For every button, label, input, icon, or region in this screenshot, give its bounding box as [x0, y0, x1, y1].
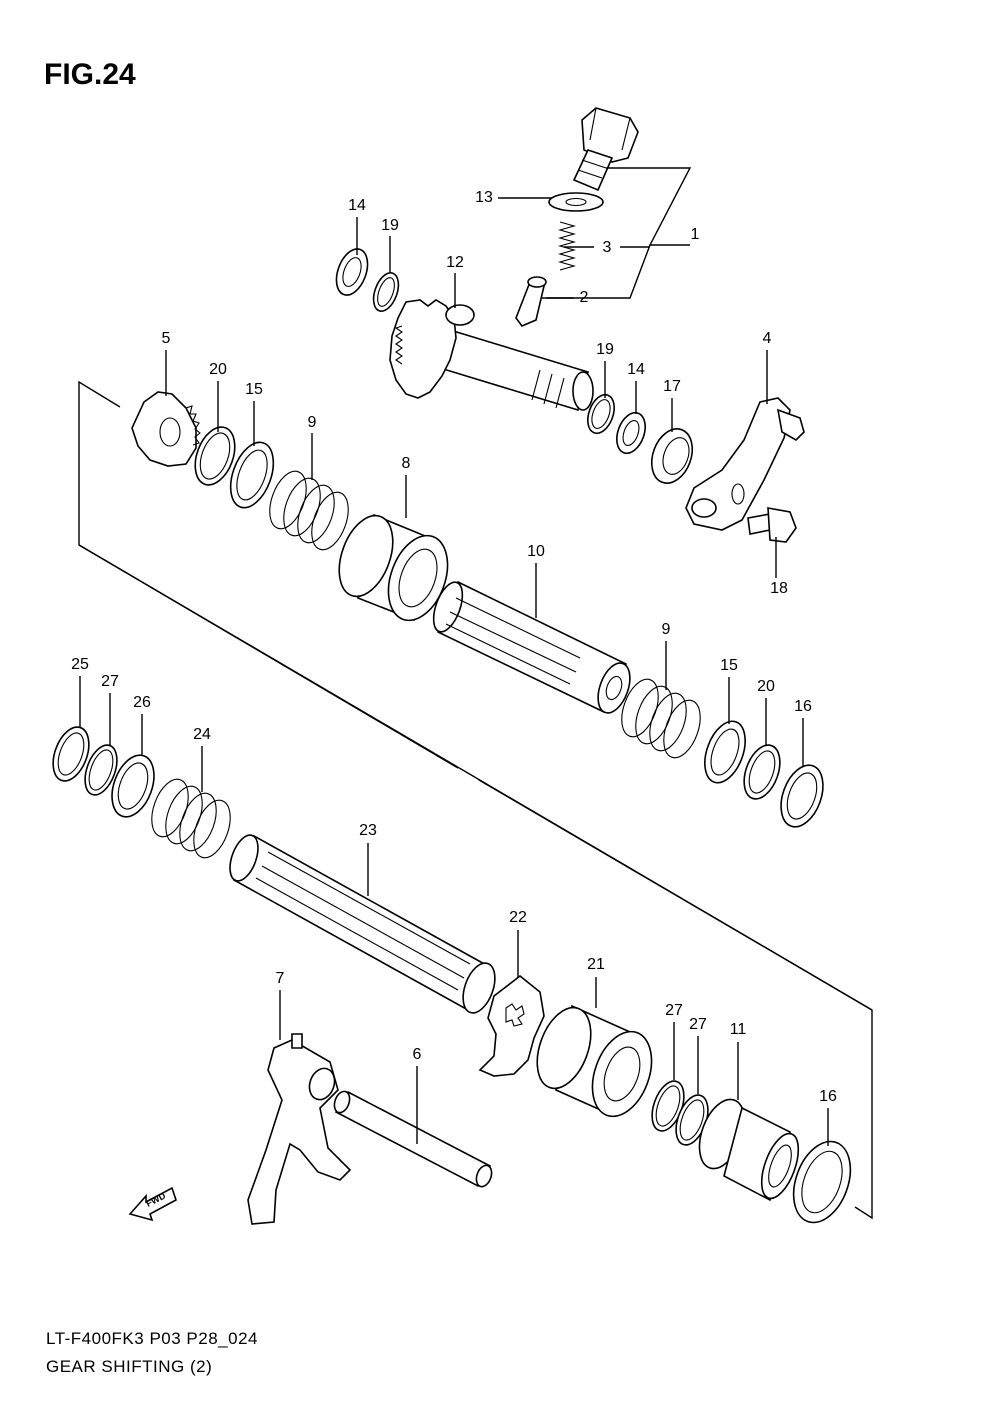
- callout-20-upper: 20: [209, 361, 227, 378]
- callout-5: 5: [162, 330, 171, 347]
- oil-seal-17: [650, 428, 694, 484]
- circlip-20-upper: [194, 426, 236, 486]
- spring-9-upper: [269, 470, 349, 551]
- callout-11: 11: [730, 1021, 747, 1038]
- pin-2: [515, 276, 547, 327]
- callout-15-lower: 15: [720, 657, 738, 674]
- gear-shift-lever-4: [685, 397, 805, 531]
- washer-14-lower: [616, 411, 646, 455]
- callout-19-upper: 19: [381, 217, 399, 234]
- washer-16-lower: [792, 1140, 852, 1224]
- callout-14-upper: 14: [348, 197, 366, 214]
- gear-shift-shaft-23: [229, 834, 496, 1014]
- callout-8: 8: [402, 455, 411, 472]
- gear-shift-stopper-bolt: [572, 107, 639, 192]
- callout-22: 22: [509, 909, 527, 926]
- callout-27-left: 27: [101, 673, 119, 690]
- leader-lines: [79, 167, 829, 1146]
- callout-25: 25: [71, 656, 89, 673]
- washer-13: [548, 192, 604, 212]
- shift-fork-7: [247, 1033, 352, 1225]
- callout-4: 4: [763, 330, 772, 347]
- callout-16-lower: 16: [819, 1088, 837, 1105]
- gear-shift-shaft-12: [389, 299, 594, 412]
- fwd-arrow-icon: [128, 1186, 177, 1222]
- callout-1: 1: [691, 226, 700, 243]
- callout-20-lower: 20: [757, 678, 775, 695]
- callout-21: 21: [587, 956, 605, 973]
- callout-26: 26: [133, 694, 151, 711]
- fork-shaft-6: [333, 1090, 493, 1188]
- callout-6: 6: [413, 1046, 422, 1063]
- callout-27-right: 27: [689, 1016, 707, 1033]
- callout-13: 13: [475, 189, 493, 206]
- washer-15-upper: [229, 441, 275, 509]
- callout-27-center: 27: [665, 1002, 683, 1019]
- washer-14-upper: [335, 248, 369, 296]
- spring-3: [557, 221, 577, 271]
- callout-24: 24: [193, 726, 211, 743]
- cam-driven-gear-5: [131, 391, 201, 467]
- circlip-19-lower: [587, 393, 615, 435]
- model-code: LT-F400FK3 P03 P28_024: [46, 1329, 258, 1348]
- callout-3: 3: [603, 239, 612, 256]
- washer-15-lower: [704, 720, 746, 784]
- bearing-8: [338, 513, 449, 622]
- bearing-21: [536, 1004, 653, 1118]
- callout-15-upper: 15: [245, 381, 263, 398]
- callout-7: 7: [276, 970, 285, 987]
- bolt-18: [747, 507, 797, 543]
- stopper-plate-22: [478, 974, 545, 1077]
- callout-18: 18: [770, 580, 788, 597]
- circlip-20-lower: [743, 744, 781, 800]
- spring-24: [151, 778, 231, 859]
- callout-23: 23: [359, 822, 377, 839]
- circlip-27-center: [651, 1080, 685, 1132]
- assembly-frame: [78, 380, 873, 1220]
- callout-2: 2: [580, 289, 589, 306]
- callout-10: 10: [527, 543, 545, 560]
- figure-caption: GEAR SHIFTING (2): [46, 1357, 213, 1376]
- circlip-19-upper: [372, 272, 400, 312]
- washer-26: [111, 754, 155, 818]
- callout-12: 12: [446, 254, 464, 271]
- spring-9-lower: [621, 678, 701, 759]
- callout-14-lower: 14: [627, 361, 645, 378]
- bushing-11: [698, 1098, 800, 1202]
- washer-16-upper: [780, 764, 824, 828]
- callout-numbers: 1 2 3 4 5 6 7 8 9 9 10 11 12 13 14 14 15…: [71, 189, 837, 1105]
- circlip-27-left: [84, 744, 118, 796]
- fwd-direction-marker: FWD: [128, 1186, 177, 1222]
- callout-16-upper: 16: [794, 698, 812, 715]
- callout-9-upper: 9: [308, 414, 317, 431]
- callout-19-lower: 19: [596, 341, 614, 358]
- gear-shift-shaft-10: [432, 580, 631, 714]
- callout-17: 17: [663, 378, 681, 395]
- callout-9-lower: 9: [662, 621, 671, 638]
- figure-title: FIG.24: [44, 58, 136, 91]
